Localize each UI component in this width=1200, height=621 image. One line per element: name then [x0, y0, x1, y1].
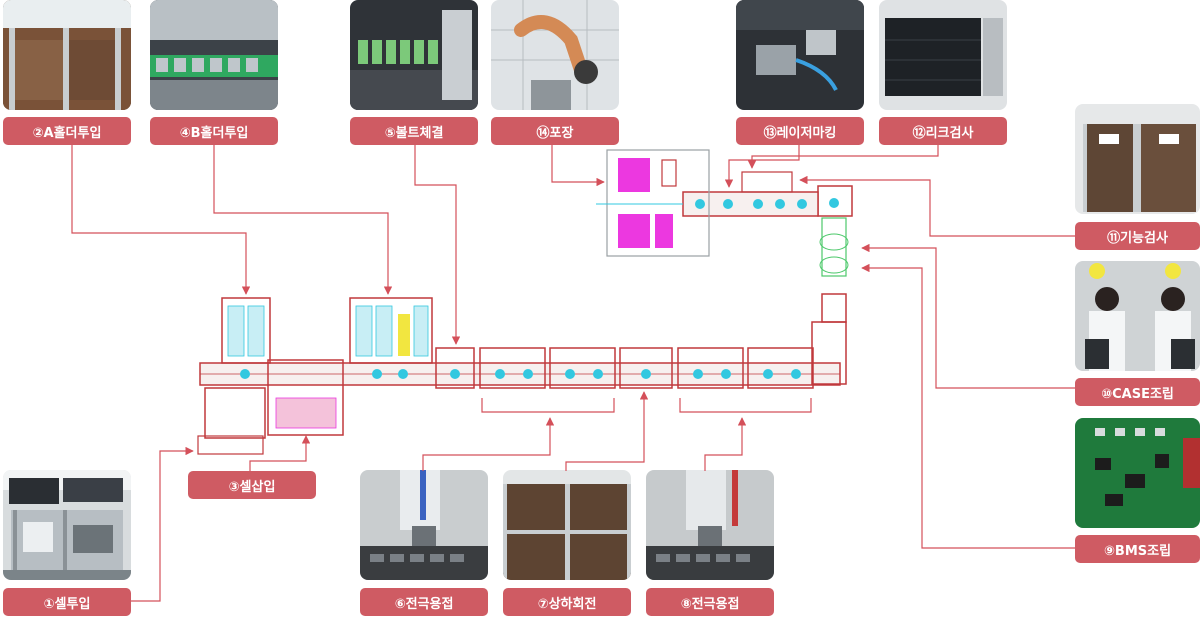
photo-leak-test [879, 0, 1007, 110]
step-label-leak-test: ⑫리크검사 [879, 117, 1007, 145]
step-label-cell-input: ①셀투입 [3, 588, 131, 616]
step-label-packaging: ⑭포장 [491, 117, 619, 145]
leader-lines [71, 145, 1075, 602]
photo-b-holder-input [150, 0, 278, 110]
photo-cell-input [3, 470, 131, 580]
photo-case-assembly [1075, 261, 1200, 371]
photo-laser-marking [736, 0, 864, 110]
step-label-a-holder-input: ②A홀더투입 [3, 117, 131, 145]
photo-electrode-welding-1 [360, 470, 488, 580]
step-label-function-test: ⑪기능검사 [1075, 222, 1200, 250]
welding-zone-2-bracket [679, 398, 812, 413]
photo-a-holder-input [3, 0, 131, 110]
welding-zone-1-bracket [481, 398, 615, 413]
photo-electrode-welding-2 [646, 470, 774, 580]
step-label-laser-marking: ⑬레이저마킹 [736, 117, 864, 145]
step-label-electrode-welding-2: ⑧전극용접 [646, 588, 774, 616]
step-label-cell-insert: ③셀삽입 [188, 471, 316, 499]
step-label-electrode-welding-1: ⑥전극용접 [360, 588, 488, 616]
step-label-bolt-fastening: ⑤볼트체결 [350, 117, 478, 145]
production-line-drawing [197, 149, 853, 455]
step-label-case-assembly: ⑩CASE조립 [1075, 378, 1200, 406]
step-label-bms-assembly: ⑨BMS조립 [1075, 535, 1200, 563]
photo-flip-rotation [503, 470, 631, 580]
photo-packaging [491, 0, 619, 110]
step-label-flip-rotation: ⑦상하회전 [503, 588, 631, 616]
photo-function-test [1075, 104, 1200, 214]
photo-bms-assembly [1075, 418, 1200, 528]
step-label-b-holder-input: ④B홀더투입 [150, 117, 278, 145]
photo-bolt-fastening [350, 0, 478, 110]
